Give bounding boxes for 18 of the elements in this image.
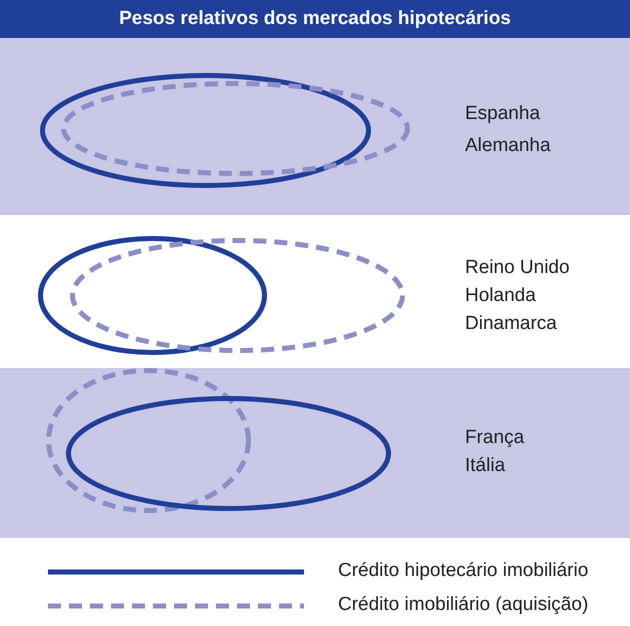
country-name: Itália: [465, 455, 506, 477]
outline-ellipse: [66, 396, 390, 510]
country-name: Espanha: [465, 103, 540, 125]
country-name: Dinamarca: [465, 313, 557, 335]
dashed-outline-ellipse: [46, 368, 250, 512]
band-panel: [0, 38, 630, 215]
outline-ellipse: [40, 72, 370, 188]
title-bar: Pesos relativos dos mercados hipotecários: [0, 0, 630, 38]
country-name: França: [465, 427, 524, 449]
legend-label: Crédito imobiliário (aquisição): [338, 594, 588, 616]
band-panel: [0, 368, 630, 538]
country-name: Alemanha: [465, 135, 551, 157]
dashed-outline-ellipse: [70, 238, 404, 352]
country-name: Reino Unido: [465, 257, 570, 279]
outline-ellipse: [38, 236, 266, 354]
country-name: Holanda: [465, 285, 536, 307]
legend-label: Crédito hipotecário imobiliário: [338, 560, 588, 582]
dashed-outline-ellipse: [60, 80, 410, 176]
